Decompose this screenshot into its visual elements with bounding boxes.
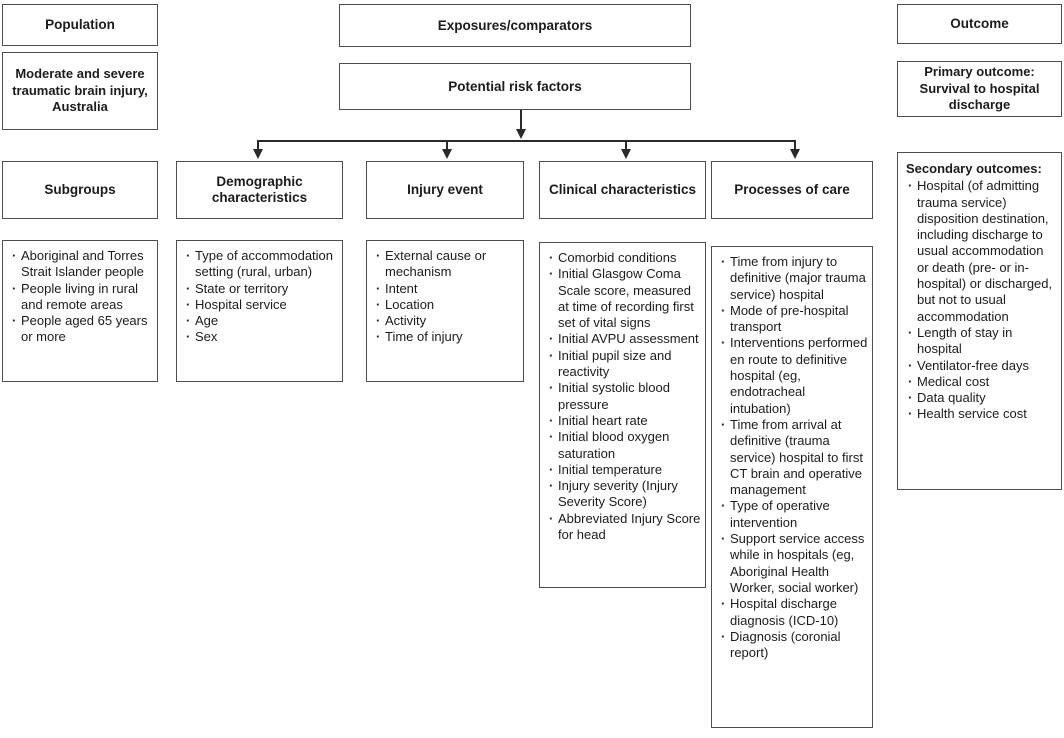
list-item: Age [184, 313, 338, 330]
connector-horizontal-branch [257, 140, 796, 142]
list-item: Initial AVPU assessment [547, 331, 701, 348]
list-item: Initial temperature [547, 462, 701, 479]
population-description-box: Moderate and severe traumatic brain inju… [2, 52, 158, 130]
list-item: Medical cost [906, 374, 1057, 391]
list-item: Length of stay in hospital [906, 325, 1057, 358]
list-item: Ventilator-free days [906, 358, 1057, 375]
outcome-header-box: Outcome [897, 4, 1062, 44]
subgroups-list-box: Aboriginal and Torres Strait Islander pe… [2, 240, 158, 382]
category-list-processes-of-care: Time from injury to definitive (major tr… [711, 246, 873, 728]
flow-arrow-down-icon [442, 149, 452, 159]
potential-risk-factors-box: Potential risk factors [339, 63, 691, 110]
category-header-clinical-characteristics: Clinical characteristics [539, 161, 706, 219]
connector-drop-processes [794, 141, 796, 150]
list-item: Intent [374, 281, 519, 298]
connector-vertical-from-risk-factors [520, 110, 522, 129]
secondary-outcomes-list: Hospital (of admitting trauma service) d… [906, 178, 1057, 423]
list-item: Time from injury to definitive (major tr… [719, 254, 868, 303]
list-item: Type of accommodation setting (rural, ur… [184, 248, 338, 281]
flow-arrow-down-icon [253, 149, 263, 159]
list-item: Injury severity (Injury Severity Score) [547, 478, 701, 511]
subgroups-header-box: Subgroups [2, 161, 158, 219]
flow-arrow-down-icon [621, 149, 631, 159]
list-item: Mode of pre-hospital transport [719, 303, 868, 336]
list-item: Initial Glasgow Coma Scale score, measur… [547, 266, 701, 331]
category-list-clinical-characteristics: Comorbid conditionsInitial Glasgow Coma … [539, 242, 706, 588]
category-header-demographic-characteristics: Demographic characteristics [176, 161, 343, 219]
connector-drop-injury-event [446, 141, 448, 150]
list-item: Health service cost [906, 406, 1057, 423]
population-header-box: Population [2, 4, 158, 46]
list-item: People living in rural and remote areas [10, 281, 153, 314]
list-item: Diagnosis (coronial report) [719, 629, 868, 662]
flow-arrow-down-icon [790, 149, 800, 159]
secondary-outcomes-title: Secondary outcomes: [906, 161, 1042, 176]
flow-arrow-down-icon [516, 129, 526, 139]
list-item: External cause or mechanism [374, 248, 519, 281]
list-item: Hospital service [184, 297, 338, 314]
list-item: State or territory [184, 281, 338, 298]
category-list-injury-event: External cause or mechanismIntentLocatio… [366, 240, 524, 382]
list-item: Time from arrival at definitive (trauma … [719, 417, 868, 498]
list-item: Activity [374, 313, 519, 330]
list-item: Hospital (of admitting trauma service) d… [906, 178, 1057, 325]
list-item: Hospital discharge diagnosis (ICD-10) [719, 596, 868, 629]
category-list-demographic-characteristics: Type of accommodation setting (rural, ur… [176, 240, 343, 382]
category-header-injury-event: Injury event [366, 161, 524, 219]
list-item: Aboriginal and Torres Strait Islander pe… [10, 248, 153, 281]
list-item: People aged 65 years or more [10, 313, 153, 346]
list-item: Location [374, 297, 519, 314]
list-item: Initial blood oxygen saturation [547, 429, 701, 462]
list-item: Data quality [906, 390, 1057, 407]
list-item: Time of injury [374, 329, 519, 346]
list-item: Interventions performed en route to defi… [719, 335, 868, 416]
list-item: Support service access while in hospital… [719, 531, 868, 596]
exposures-header-box: Exposures/comparators [339, 4, 691, 47]
list-item: Abbreviated Injury Score for head [547, 511, 701, 544]
secondary-outcomes-box: Secondary outcomes: Hospital (of admitti… [897, 152, 1062, 490]
list-item: Initial pupil size and reactivity [547, 348, 701, 381]
category-header-processes-of-care: Processes of care [711, 161, 873, 219]
list-item: Initial heart rate [547, 413, 701, 430]
list-item: Comorbid conditions [547, 250, 701, 267]
primary-outcome-box: Primary outcome: Survival to hospital di… [897, 61, 1062, 117]
list-item: Type of operative intervention [719, 498, 868, 531]
connector-drop-clinical [625, 141, 627, 150]
connector-drop-demographic [257, 141, 259, 150]
list-item: Sex [184, 329, 338, 346]
list-item: Initial systolic blood pressure [547, 380, 701, 413]
